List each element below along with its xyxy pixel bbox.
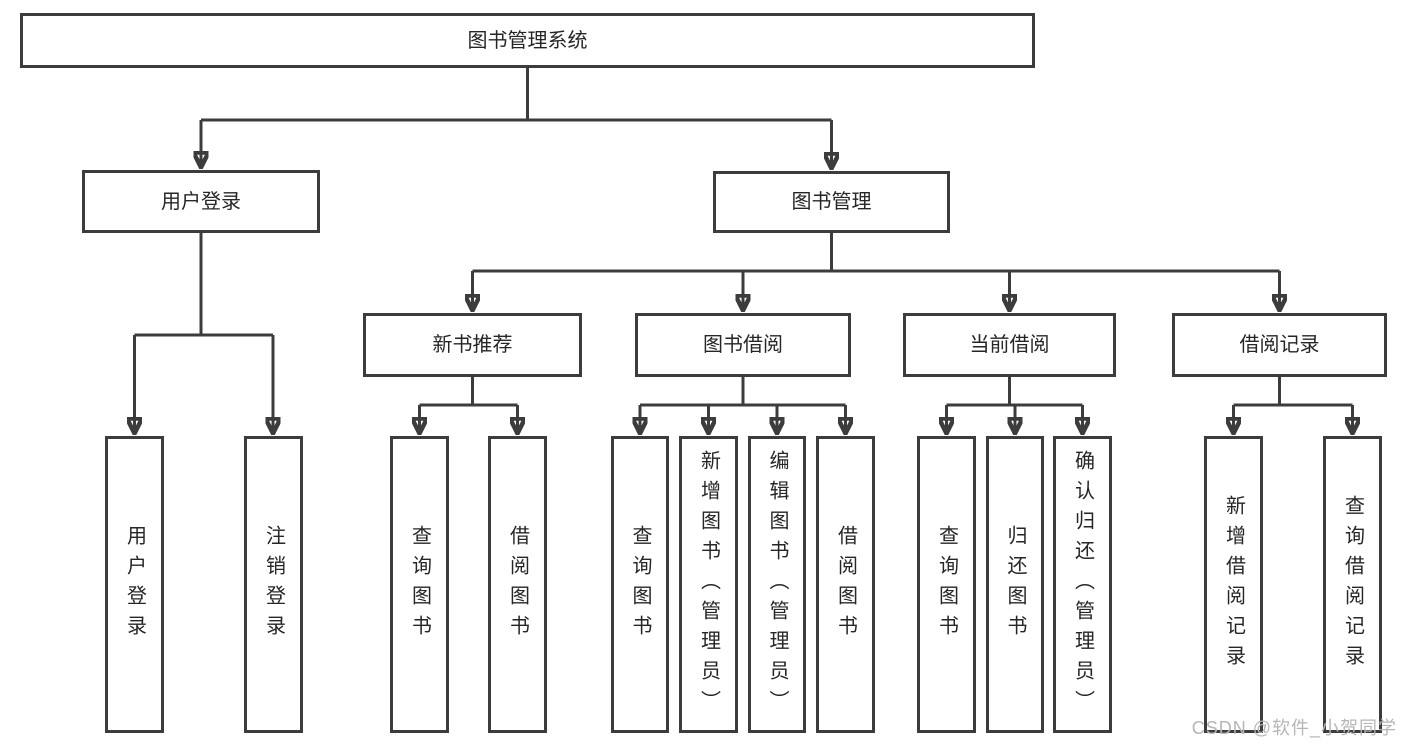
leaf-query-book-current: 查询图书 xyxy=(917,436,976,733)
leaf-query-borrow-record-label: 查询借阅记录 xyxy=(1341,494,1364,675)
leaf-logout-label: 注销登录 xyxy=(262,524,285,645)
leaf-return-book: 归还图书 xyxy=(986,436,1044,733)
leaf-confirm-return-admin: 确认归还（管理员） xyxy=(1053,436,1112,733)
node-borrowing-records-label: 借阅记录 xyxy=(1239,334,1320,356)
node-current-borrowing-label: 当前借阅 xyxy=(969,334,1050,356)
csdn-watermark: CSDN @软件_小贺同学 xyxy=(1191,718,1397,738)
node-borrowing-records: 借阅记录 xyxy=(1172,313,1387,377)
node-user-login: 用户登录 xyxy=(82,170,320,233)
leaf-edit-book-admin-label: 编辑图书（管理员） xyxy=(766,449,788,720)
leaf-return-book-label: 归还图书 xyxy=(1004,524,1026,645)
node-book-borrowing: 图书借阅 xyxy=(635,313,851,377)
leaf-borrow-book-label: 借阅图书 xyxy=(834,524,857,645)
leaf-add-borrow-record-label: 新增借阅记录 xyxy=(1222,494,1245,675)
leaf-add-book-admin: 新增图书（管理员） xyxy=(679,436,738,733)
leaf-add-book-admin-label: 新增图书（管理员） xyxy=(697,449,720,720)
leaf-borrow-book: 借阅图书 xyxy=(816,436,875,733)
leaf-borrow-book-recommend: 借阅图书 xyxy=(488,436,547,733)
leaf-confirm-return-admin-label: 确认归还（管理员） xyxy=(1071,449,1094,720)
leaf-query-book-recommend: 查询图书 xyxy=(390,436,449,733)
node-new-book-recommend-label: 新书推荐 xyxy=(432,334,513,356)
node-root-label: 图书管理系统 xyxy=(467,29,588,52)
node-root: 图书管理系统 xyxy=(20,13,1035,68)
leaf-borrow-book-recommend-label: 借阅图书 xyxy=(506,524,529,645)
leaf-user-login: 用户登录 xyxy=(105,436,164,733)
node-book-borrowing-label: 图书借阅 xyxy=(703,334,783,356)
node-new-book-recommend: 新书推荐 xyxy=(363,313,582,377)
leaf-query-borrow-record: 查询借阅记录 xyxy=(1323,436,1382,733)
leaf-user-login-label: 用户登录 xyxy=(123,524,146,645)
node-book-management-label: 图书管理 xyxy=(791,191,872,213)
leaf-query-book-borrowing: 查询图书 xyxy=(611,436,669,733)
leaf-query-book-recommend-label: 查询图书 xyxy=(408,524,431,645)
node-user-login-label: 用户登录 xyxy=(161,190,241,213)
node-book-management: 图书管理 xyxy=(713,171,950,233)
leaf-query-book-borrowing-label: 查询图书 xyxy=(629,524,651,645)
leaf-logout: 注销登录 xyxy=(244,436,303,733)
node-current-borrowing: 当前借阅 xyxy=(903,313,1116,377)
leaf-add-borrow-record: 新增借阅记录 xyxy=(1204,436,1263,733)
leaf-query-book-current-label: 查询图书 xyxy=(935,524,958,645)
leaf-edit-book-admin: 编辑图书（管理员） xyxy=(748,436,806,733)
